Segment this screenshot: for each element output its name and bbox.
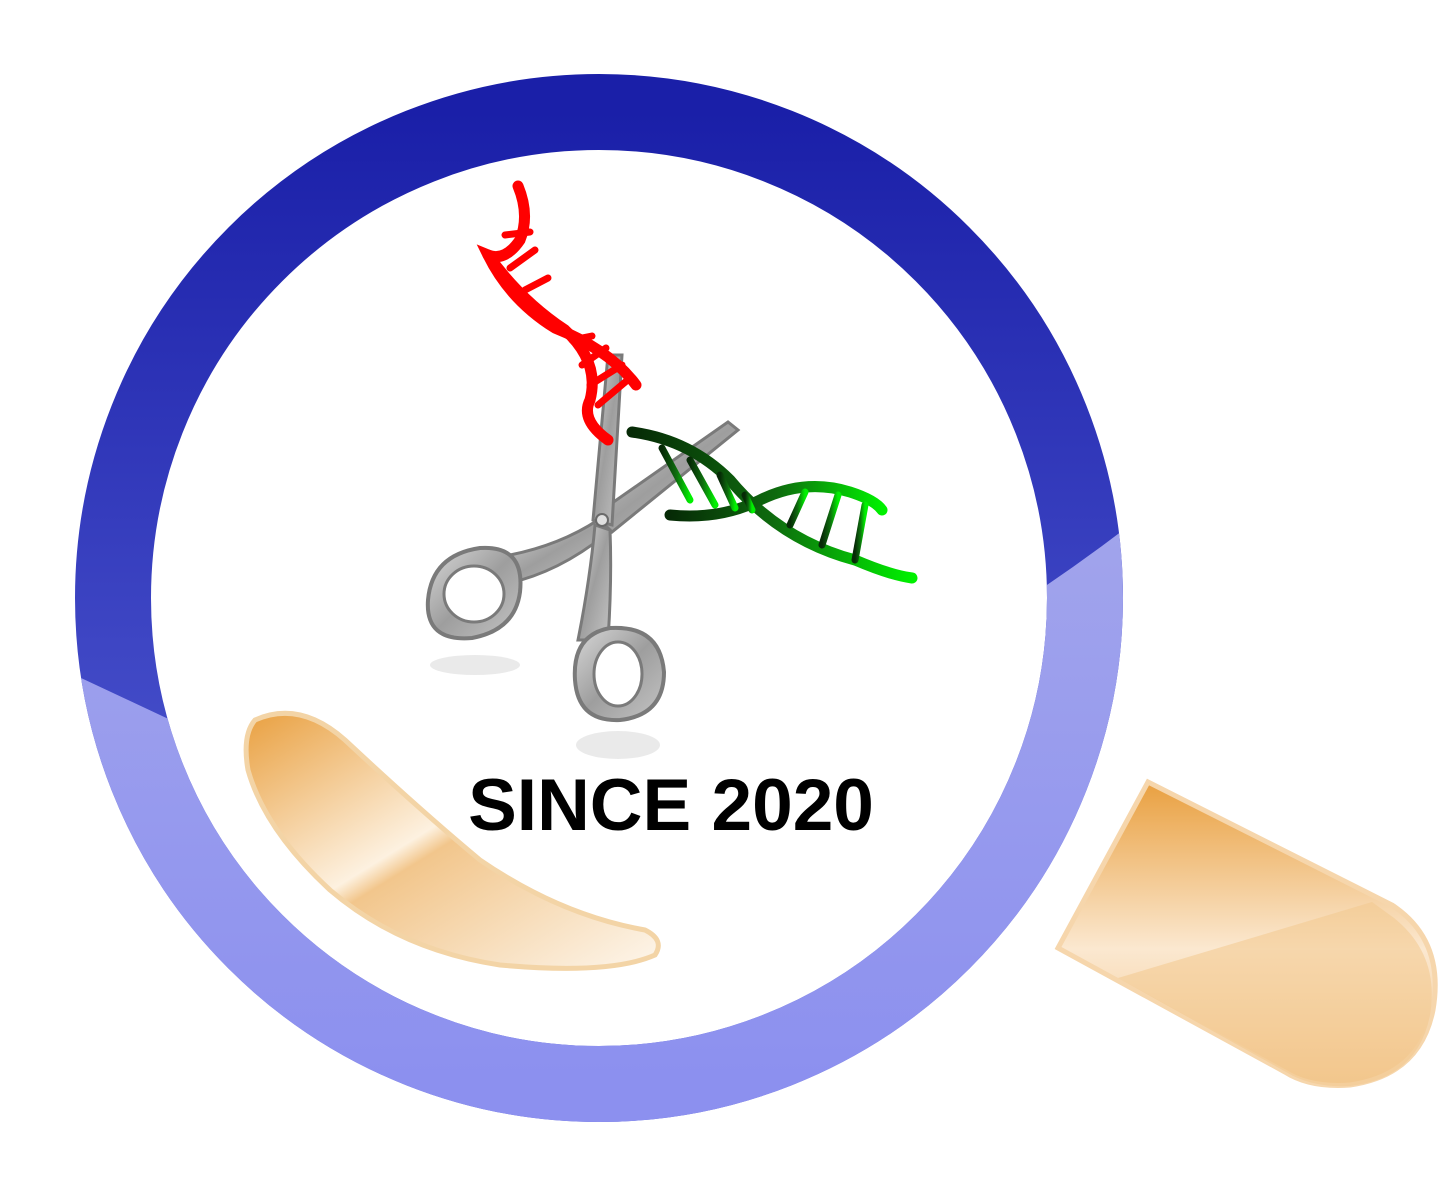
dna-helix-icon: [626, 426, 918, 584]
magnifier-ring-icon: [75, 74, 1123, 1122]
magnifier-handle-icon: [1054, 778, 1438, 1088]
dna-helix-icon: [476, 180, 642, 446]
lens-glare-icon: [243, 710, 661, 971]
since-tagline: SINCE 2020: [468, 765, 874, 846]
